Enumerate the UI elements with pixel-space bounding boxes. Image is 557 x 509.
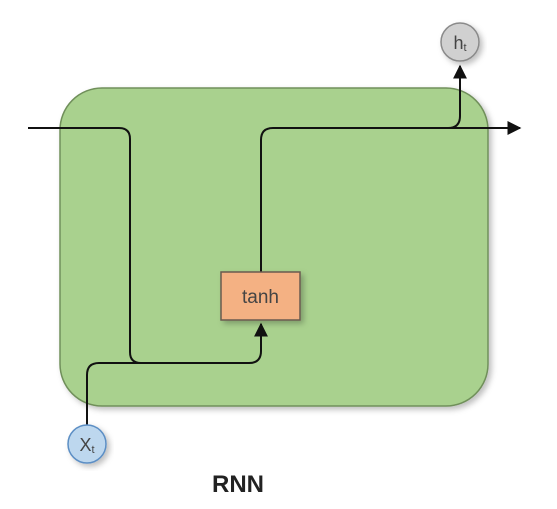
output-branch-line <box>300 64 467 129</box>
tanh-label: tanh <box>242 287 279 308</box>
hidden-state-in-line <box>28 127 142 364</box>
tanh-box <box>220 271 301 321</box>
diagram-caption: RNN <box>212 471 264 498</box>
tanh-output-line <box>260 121 522 272</box>
input-node-label: Xt <box>79 435 94 456</box>
output-node-label: ht <box>453 33 466 54</box>
input-line <box>86 322 268 427</box>
rnn-cell-box <box>59 87 489 407</box>
output-node <box>440 22 480 62</box>
input-node <box>67 424 107 464</box>
